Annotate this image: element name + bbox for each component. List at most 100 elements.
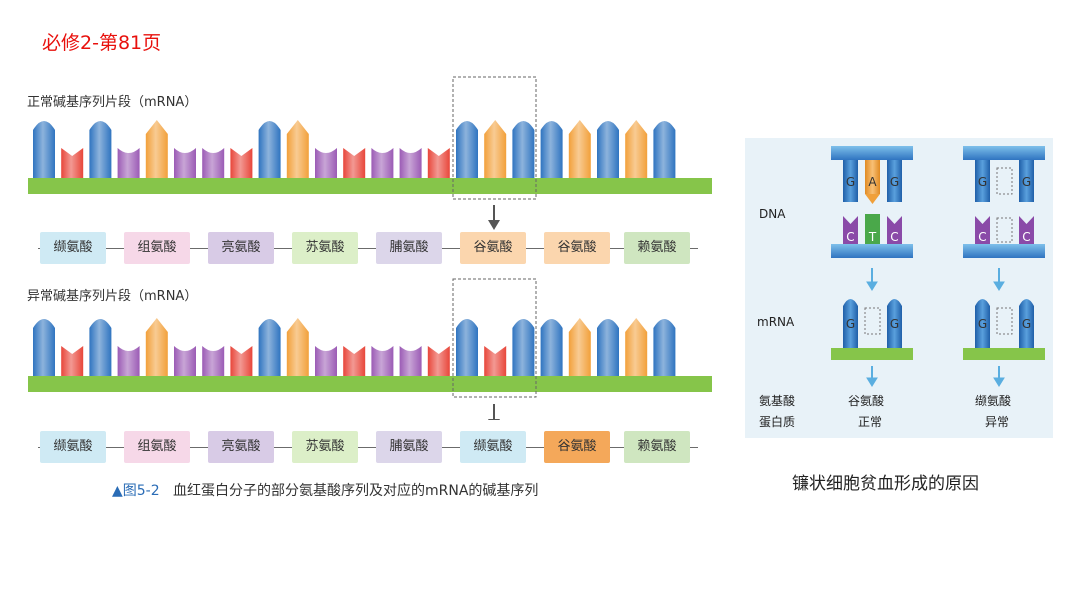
mrna-base-label: G [846,317,855,331]
dna-base-label: T [868,230,877,244]
amino-acid: 谷氨酸 [544,431,610,463]
dna-base-label: G [890,175,899,189]
dna-base-label: G [978,175,987,189]
dna-base-label: C [978,230,986,244]
mrna-base-C [625,318,648,376]
amino-acid: 苏氨酸 [292,431,358,463]
abnormal-dna: G G C C [963,146,1045,258]
dna-base-label: G [846,175,855,189]
mrna-base-A [89,121,112,178]
mrna-backbone [28,376,712,392]
mrna-base-U [61,346,84,376]
mrna-base-G [117,346,140,376]
mrna-base-G [202,148,225,178]
figure-number: ▲图5-2 [112,483,160,499]
amino-acid: 脯氨酸 [376,431,442,463]
figure-caption-text: 血红蛋白分子的部分氨基酸序列及对应的mRNA的碱基序列 [173,483,539,499]
mrna-base-label: G [1022,317,1031,331]
mrna-base-C [286,318,309,376]
amino-acid: 组氨酸 [124,232,190,264]
figure-caption: ▲图5-2 血红蛋白分子的部分氨基酸序列及对应的mRNA的碱基序列 [112,480,538,500]
mrna-base-C [484,120,507,178]
mrna-base-label: G [978,317,987,331]
normal-amino-acid-row: 缬氨酸 组氨酸 亮氨酸 苏氨酸 脯氨酸 谷氨酸 谷氨酸 赖氨酸 [28,232,708,266]
amino-acid: 脯氨酸 [376,232,442,264]
mrna-base-C [568,120,591,178]
dna-base-label: A [868,175,877,189]
amino-acid: 谷氨酸 [544,232,610,264]
mrna-base-A [89,319,112,376]
mrna-base-A [456,319,478,376]
mrna-base-G [174,148,196,178]
mrna-base-C [568,318,591,376]
mrna-base-U [427,148,450,178]
mrna-base-G [117,148,140,178]
normal-dna: G A G C T C [831,146,913,258]
amino-acid: 缬氨酸 [460,431,526,463]
dna-label: DNA [759,207,786,221]
mrna-base-C [145,318,168,376]
mrna-base-A [512,121,535,178]
mrna-base-A [653,121,676,178]
mrna-base-G [371,148,394,178]
mrna-base-U [230,148,253,178]
protein-label: 蛋白质 [759,415,796,429]
sickle-cell-panel: G A G C T C G G C C [745,138,1053,438]
dna-base-label: C [890,230,898,244]
abnormal-amino-acid-row: 缬氨酸 组氨酸 亮氨酸 苏氨酸 脯氨酸 缬氨酸 谷氨酸 赖氨酸 [28,431,708,465]
mrna-base-U [230,346,253,376]
mrna-label: mRNA [757,315,795,329]
mrna-base-U [484,346,507,376]
mrna-base-A [540,319,563,376]
mrna-diagram [28,76,712,420]
amino-acid: 亮氨酸 [208,232,274,264]
mrna-base-C [625,120,648,178]
abnormal-protein: 异常 [985,415,1010,429]
mrna-base-G [315,346,337,376]
normal-sequence-label: 正常碱基序列片段（mRNA） [27,95,198,110]
mrna-base-A [512,319,535,376]
mrna-base-U [343,148,366,178]
dna-base-label: G [1022,175,1031,189]
mrna-base-A [597,319,619,376]
amino-acid: 缬氨酸 [40,232,106,264]
mrna-base-A [258,121,281,178]
amino-acid: 赖氨酸 [624,232,690,264]
mrna-base-C [145,120,168,178]
abnormal-codon-highlight [452,278,537,398]
amino-acid: 缬氨酸 [40,431,106,463]
mrna-base-G [202,346,225,376]
page-title: 必修2-第81页 [42,32,162,54]
mrna-base-A [597,121,619,178]
right-panel-caption: 镰状细胞贫血形成的原因 [792,474,979,494]
sickle-cell-diagram: G A G C T C G G C C [831,146,1045,387]
dna-base-label: C [1022,230,1030,244]
mrna-base-A [33,319,55,376]
abnormal-mrna-strand [28,318,712,392]
mrna-base-A [653,319,676,376]
mrna-base-U [343,346,366,376]
translation-arrows [866,366,1005,387]
normal-codon-highlight [452,76,537,200]
dna-base-label: C [846,230,854,244]
normal-amino-acid: 谷氨酸 [848,394,885,408]
amino-acid-label: 氨基酸 [759,394,796,408]
abnormal-amino-acid: 缬氨酸 [975,394,1012,408]
normal-protein: 正常 [858,415,883,429]
mrna-base-A [540,121,563,178]
mrna-base-A [33,121,55,178]
mrna-backbone [28,178,712,194]
mrna-base-G [399,346,422,376]
mrna-base-C [286,120,309,178]
mrna-base-G [371,346,394,376]
normal-down-arrow [488,205,500,230]
normal-mrna: G G [831,299,913,360]
mrna-base-A [258,319,281,376]
amino-acid: 苏氨酸 [292,232,358,264]
mrna-base-U [427,346,450,376]
mrna-base-A [456,121,478,178]
transcription-arrows [866,268,1005,291]
mrna-base-label: G [890,317,899,331]
mrna-base-U [61,148,84,178]
amino-acid: 赖氨酸 [624,431,690,463]
